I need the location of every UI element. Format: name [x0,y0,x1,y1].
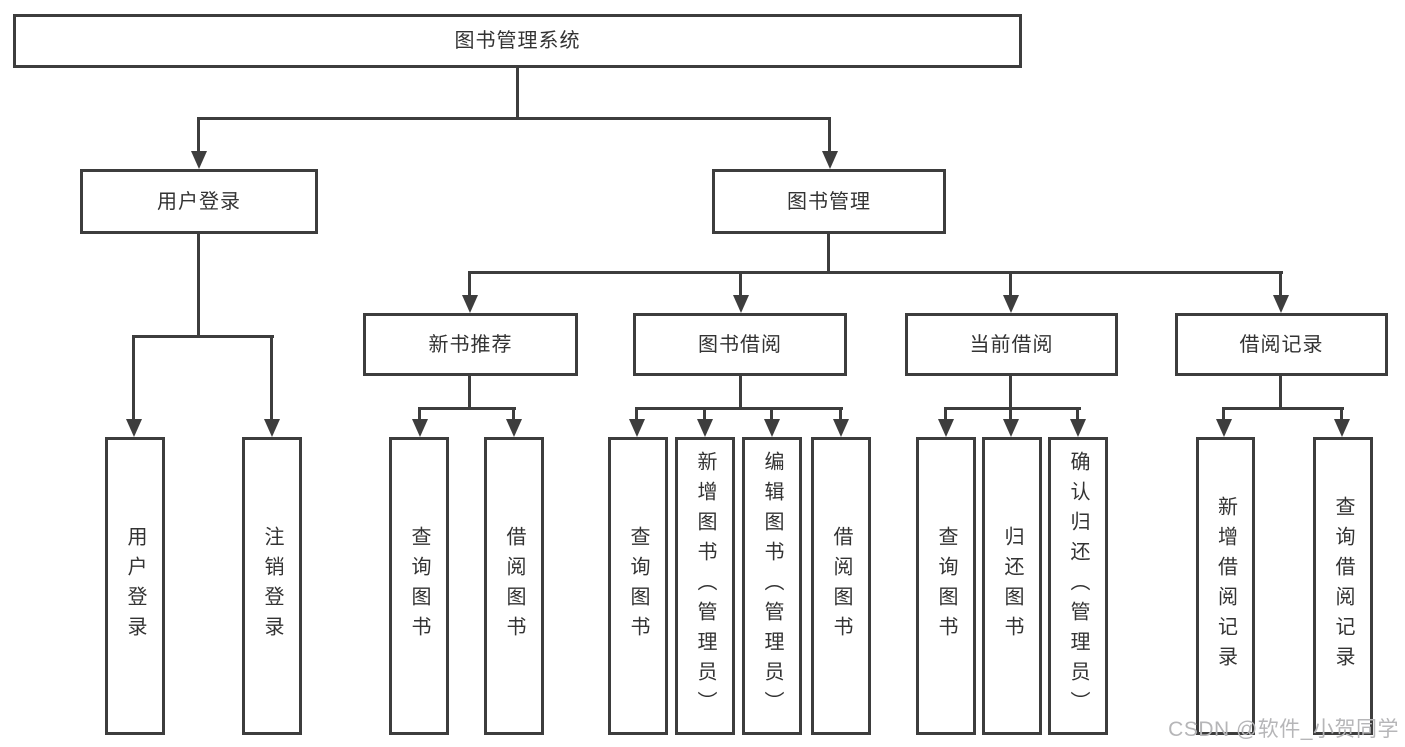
edge-book-borrow-trunk [739,376,742,409]
edge-book-management-branch [468,271,1283,274]
leaf-query-borrow-record: 查询借阅记录 [1313,437,1373,735]
edge-stub-borrow-books-2 [839,407,842,423]
arrowhead-add-book [697,419,713,437]
arrowhead-confirm-return [1070,419,1086,437]
edge-current-borrow-branch [944,407,1081,410]
node-book-management-label: 图书管理 [787,190,871,213]
leaf-add-borrow-record: 新增借阅记录 [1196,437,1255,735]
leaf-query-books-2: 查询图书 [608,437,668,735]
edge-stub-borrow-books-1 [512,407,515,423]
edge-stub-leaf-logout [270,335,273,423]
leaf-add-borrow-record-label: 新增借阅记录 [1214,496,1237,676]
leaf-borrow-books-1-label: 借阅图书 [503,526,525,646]
edge-stub-confirm-return [1076,407,1079,423]
arrowhead-leaf-user-login [126,419,142,437]
edge-user-login-branch [132,335,274,338]
node-book-management: 图书管理 [712,169,946,234]
edge-book-management-trunk [827,234,830,274]
leaf-borrow-books-2: 借阅图书 [811,437,871,735]
edge-stub-query-books-3 [944,407,947,423]
leaf-borrow-books-1: 借阅图书 [484,437,544,735]
node-new-book-recommend: 新书推荐 [363,313,578,376]
node-root-label: 图书管理系统 [454,30,581,52]
edge-stub-book-borrow [739,271,742,299]
leaf-confirm-return-admin: 确认归还（管理员） [1048,437,1108,735]
edge-stub-current-borrow [1009,271,1012,299]
leaf-confirm-return-admin-label: 确认归还（管理员） [1067,451,1089,721]
leaf-user-login: 用户登录 [105,437,165,735]
arrowhead-borrow-books-2 [833,419,849,437]
edge-new-book-trunk [468,376,471,409]
leaf-edit-book-admin-label: 编辑图书（管理员） [761,451,783,721]
edge-stub-edit-book [770,407,773,423]
leaf-logout: 注销登录 [242,437,302,735]
edge-stub-query-books-1 [418,407,421,423]
edge-user-login-trunk [197,234,200,338]
edge-stub-book-management [828,117,831,155]
leaf-query-borrow-record-label: 查询借阅记录 [1332,496,1354,676]
arrowhead-borrow-records [1273,295,1289,313]
node-current-borrow: 当前借阅 [905,313,1118,376]
arrowhead-new-book [462,295,478,313]
arrowhead-query-record [1334,419,1350,437]
leaf-query-books-3: 查询图书 [916,437,976,735]
leaf-query-books-2-label: 查询图书 [627,526,649,646]
edge-stub-user-login [197,117,200,155]
edge-stub-query-record [1340,407,1343,423]
arrowhead-return-book [1003,419,1019,437]
arrowhead-edit-book [764,419,780,437]
edge-stub-new-book [468,271,471,299]
leaf-return-book-label: 归还图书 [1001,526,1023,646]
edge-book-borrow-branch [635,407,843,410]
edge-stub-add-record [1222,407,1225,423]
arrowhead-book-borrow [733,295,749,313]
leaf-query-books-1: 查询图书 [389,437,449,735]
node-new-book-recommend-label: 新书推荐 [428,333,513,356]
leaf-add-book-admin-label: 新增图书（管理员） [694,451,716,721]
node-current-borrow-label: 当前借阅 [969,333,1054,356]
arrowhead-current-borrow [1003,295,1019,313]
leaf-edit-book-admin: 编辑图书（管理员） [742,437,802,735]
edge-stub-query-books-2 [635,407,638,423]
arrowhead-user-login [191,151,207,169]
edge-stub-return-book [1009,407,1012,423]
node-book-borrow: 图书借阅 [633,313,847,376]
arrowhead-query-books-2 [629,419,645,437]
node-borrow-records-label: 借阅记录 [1239,333,1324,356]
arrowhead-query-books-3 [938,419,954,437]
edge-stub-leaf-user-login [132,335,135,423]
leaf-borrow-books-2-label: 借阅图书 [830,526,852,646]
edge-stub-borrow-records [1279,271,1282,299]
node-user-login-label: 用户登录 [157,190,241,213]
node-borrow-records: 借阅记录 [1175,313,1388,376]
node-root: 图书管理系统 [13,14,1022,68]
edge-borrow-records-trunk [1279,376,1282,409]
leaf-return-book: 归还图书 [982,437,1042,735]
node-user-login: 用户登录 [80,169,318,234]
edge-current-borrow-trunk [1009,376,1012,409]
leaf-query-books-3-label: 查询图书 [935,526,957,646]
arrowhead-query-books-1 [412,419,428,437]
arrowhead-leaf-logout [264,419,280,437]
arrowhead-book-management [822,151,838,169]
leaf-logout-label: 注销登录 [261,526,283,646]
leaf-add-book-admin: 新增图书（管理员） [675,437,735,735]
node-book-borrow-label: 图书借阅 [698,333,782,356]
edge-stub-add-book [703,407,706,423]
edge-root-branch [197,117,831,120]
csdn-watermark: CSDN @软件_小贺同学 [1168,718,1399,741]
edge-root-trunk [516,67,519,118]
arrowhead-borrow-books-1 [506,419,522,437]
leaf-query-books-1-label: 查询图书 [408,526,430,646]
arrowhead-add-record [1216,419,1232,437]
edge-borrow-records-branch [1222,407,1344,410]
leaf-user-login-label: 用户登录 [124,526,146,646]
edge-new-book-branch [418,407,516,410]
